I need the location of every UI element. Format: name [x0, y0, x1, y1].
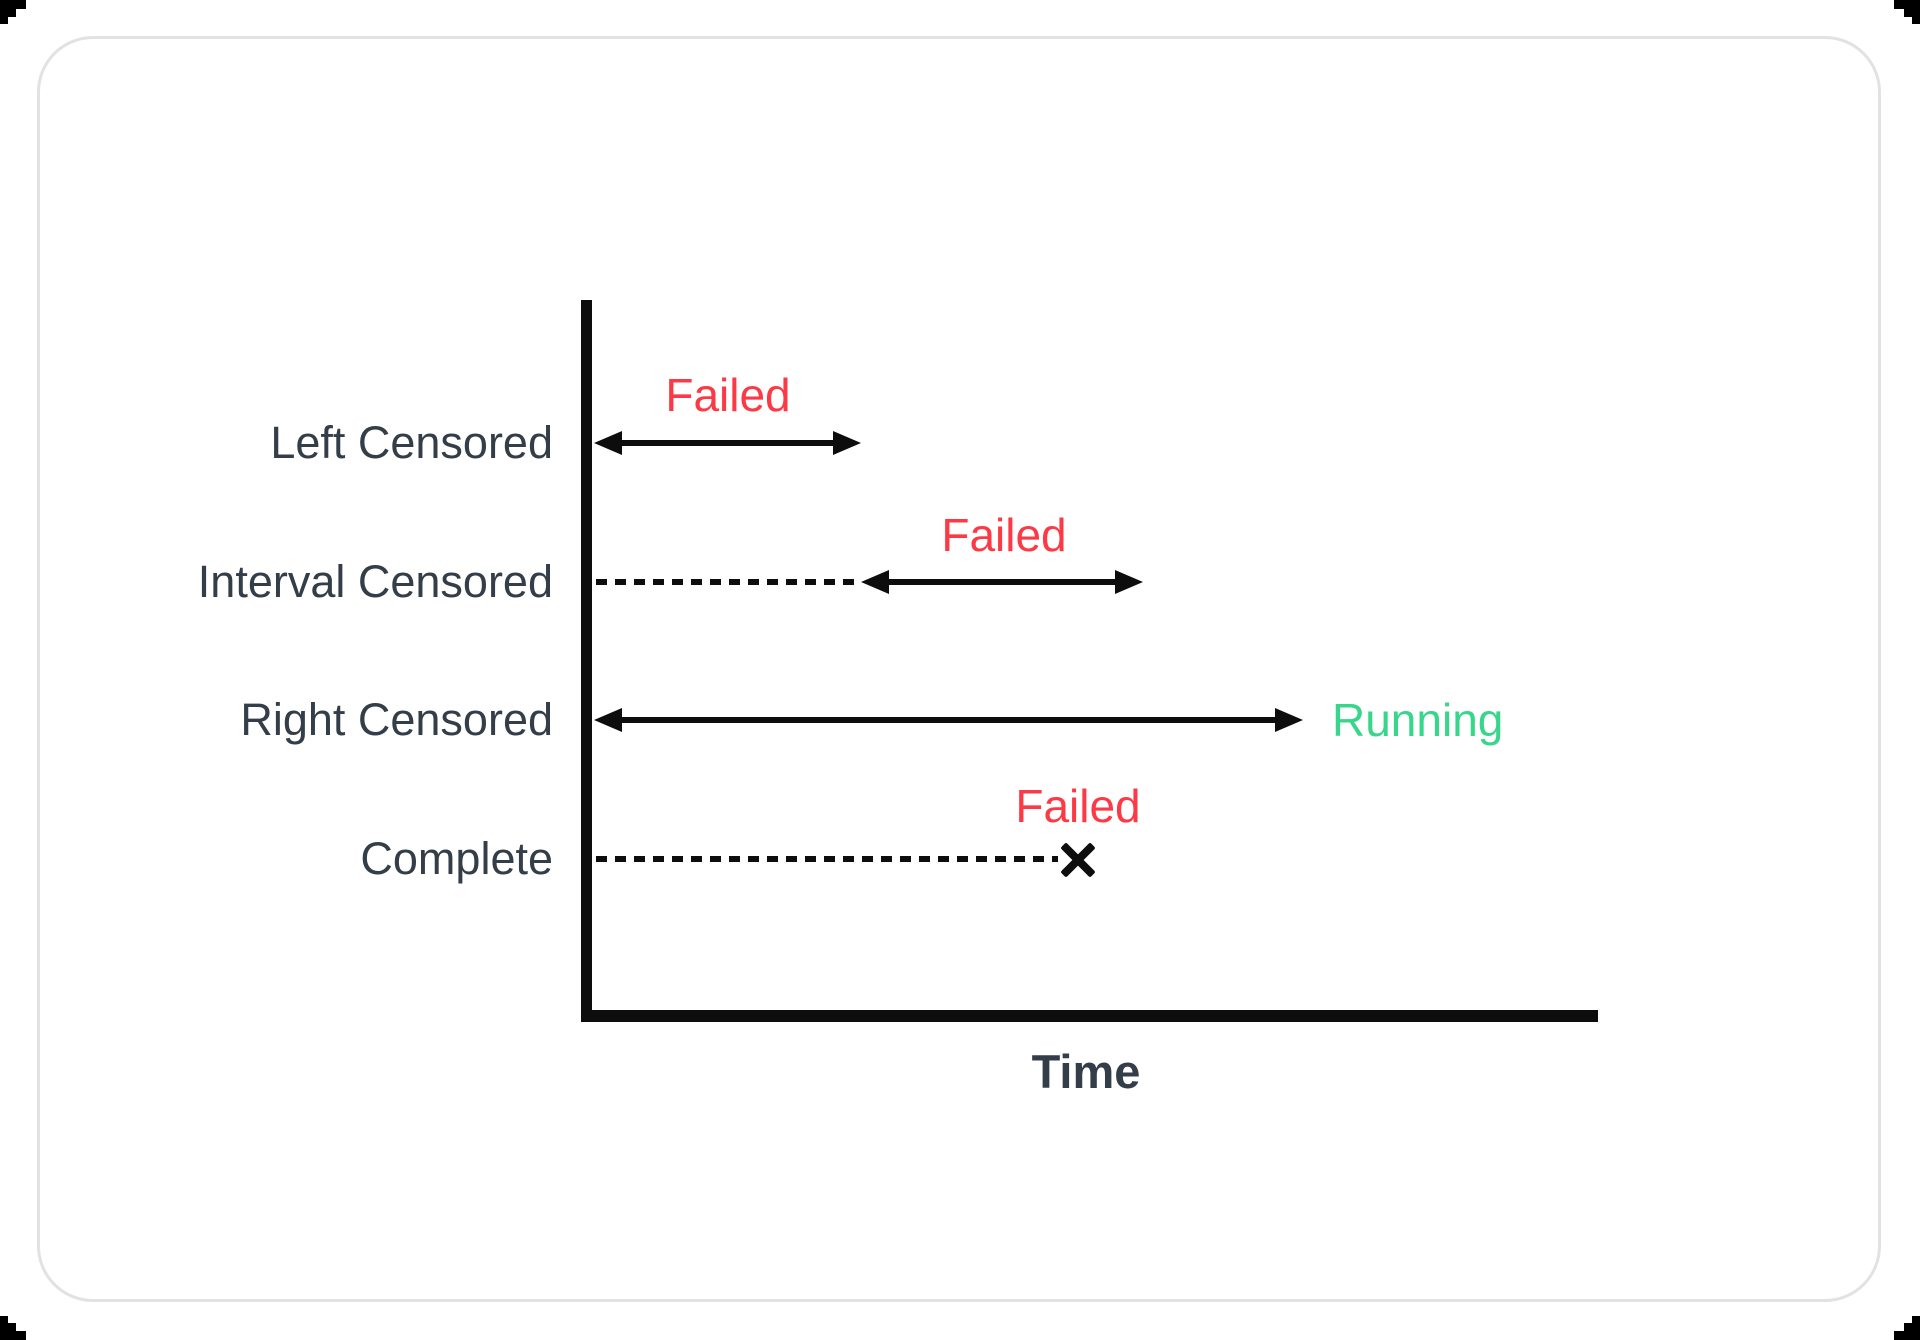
status-label-failed-interval-censored: Failed — [941, 509, 1067, 561]
pixel-corner-mark-top-left — [0, 0, 26, 24]
arrow-shaft — [612, 717, 1285, 723]
arrowhead-right-icon — [1275, 708, 1303, 732]
dotted-line-interval-censored — [596, 579, 861, 585]
x-axis-line — [581, 1010, 1598, 1022]
arrow-shaft — [612, 440, 843, 446]
pixel-corner-mark-top-right — [1894, 0, 1920, 24]
status-label-failed-left-censored: Failed — [665, 369, 791, 421]
row-label-complete: Complete — [360, 833, 553, 884]
arrowhead-right-icon — [1115, 570, 1143, 594]
double-arrow-right-censored — [594, 708, 1303, 732]
status-label-failed-complete: Failed — [1015, 780, 1141, 832]
row-label-left-censored: Left Censored — [270, 417, 553, 468]
pixel-corner-mark-bottom-left — [0, 1316, 26, 1340]
arrowhead-right-icon — [833, 431, 861, 455]
x-axis-title: Time — [1031, 1045, 1141, 1098]
y-axis-line — [581, 300, 592, 1022]
arrow-shaft — [879, 579, 1125, 585]
row-label-interval-censored: Interval Censored — [197, 556, 553, 607]
pixel-corner-mark-bottom-right — [1894, 1316, 1920, 1340]
double-arrow-interval-censored — [861, 570, 1143, 594]
dotted-line-complete — [596, 856, 1058, 862]
status-label-running-right-censored: Running — [1332, 694, 1504, 746]
x-failure-marker-icon — [1056, 838, 1100, 882]
double-arrow-left-censored — [594, 431, 861, 455]
diagram-card — [37, 36, 1881, 1302]
row-label-right-censored: Right Censored — [240, 694, 553, 745]
